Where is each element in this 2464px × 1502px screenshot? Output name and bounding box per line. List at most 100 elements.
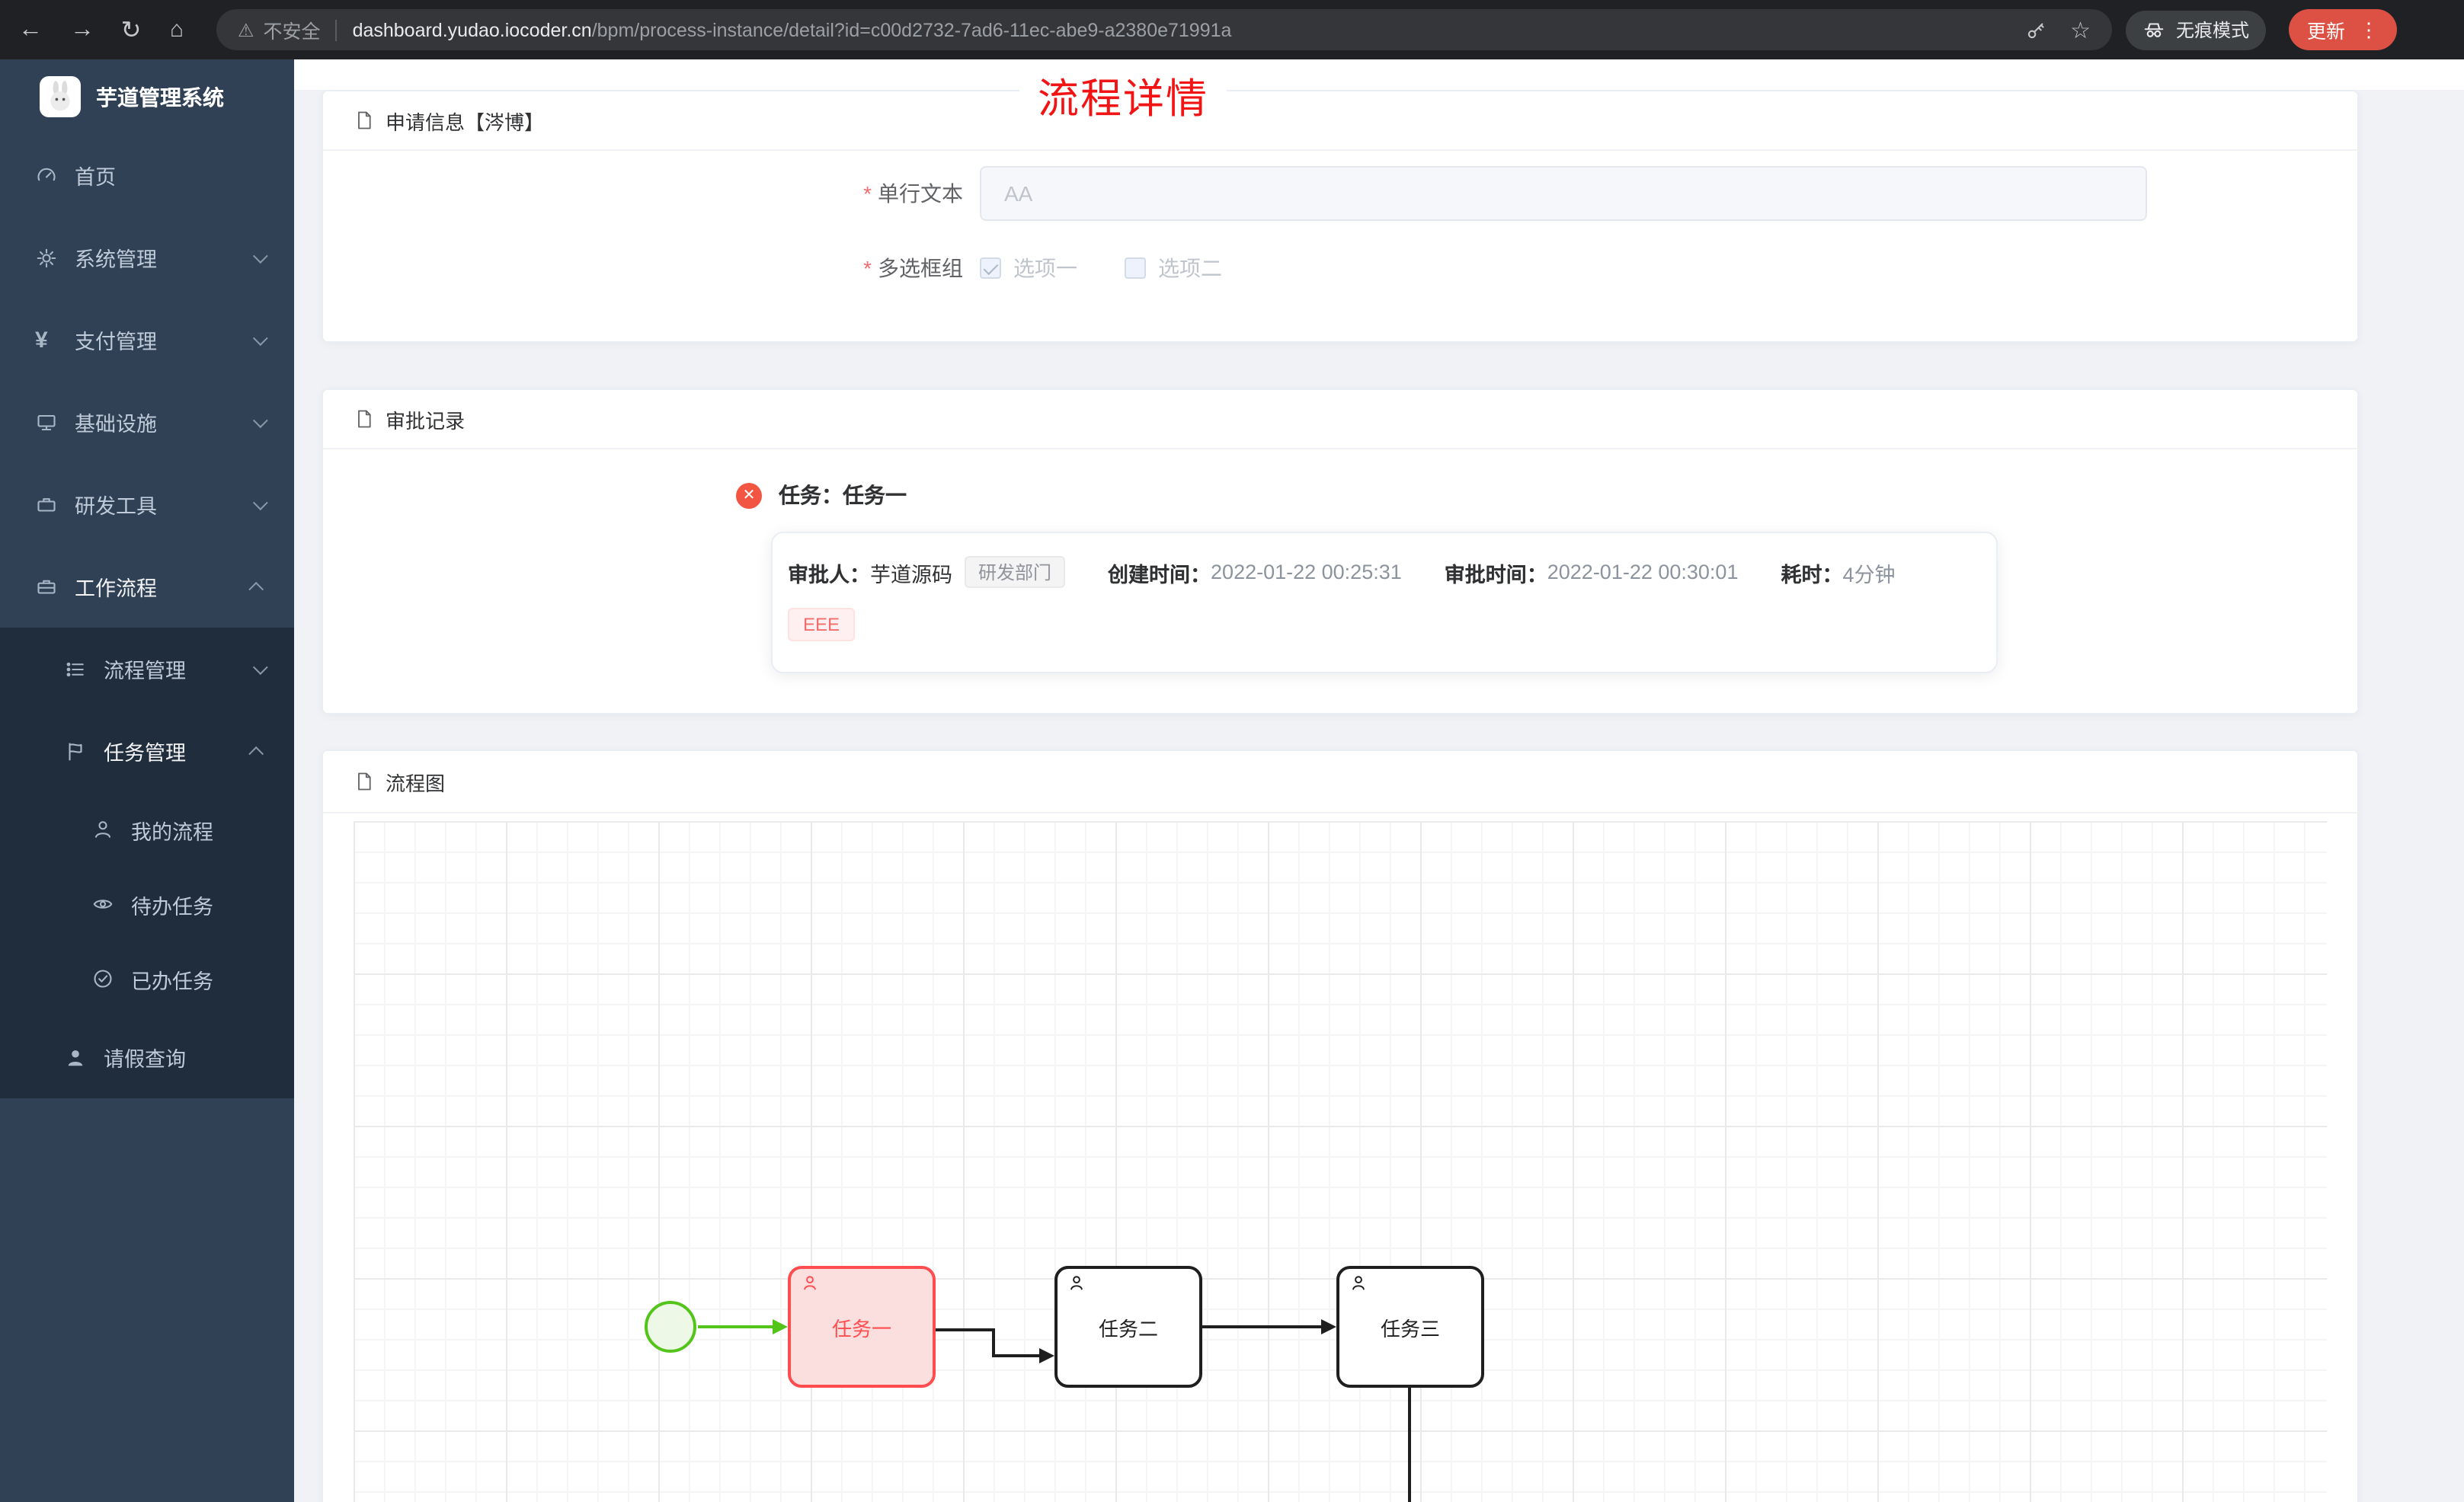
option2-label: 选项二: [1158, 256, 1222, 280]
option1-checkbox: [980, 257, 1001, 279]
approval-detail-row: 审批人： 芋道源码 研发部门 创建时间： 2022-01-22 00:25:31…: [788, 556, 1981, 588]
sidebar-item-done-tasks[interactable]: 已办任务: [0, 941, 294, 1016]
error-circle-icon: ✕: [736, 482, 762, 508]
approval-records-card: 审批记录 ✕ 任务：任务一 审批人： 芋道源码 研发部门 创建时间： 2022-…: [322, 388, 2359, 714]
duration-value: 4分钟: [1842, 563, 1896, 586]
created-label: 创建时间：: [1108, 563, 1211, 586]
required-mark: *: [863, 181, 872, 206]
forward-icon: →: [70, 16, 94, 42]
approval-records-title: 审批记录: [386, 409, 466, 432]
dashboard-icon: [35, 164, 75, 187]
bpmn-connectors: [645, 1301, 1411, 1502]
timeline-item: ✕ 任务：任务一: [736, 480, 907, 510]
approval-detail-box: 审批人： 芋道源码 研发部门 创建时间： 2022-01-22 00:25:31…: [771, 532, 1998, 673]
single-line-text-label: *单行文本: [863, 181, 963, 206]
checkbox-group-label: *多选框组: [863, 256, 963, 280]
browser-menu-icon[interactable]: ⋮: [2359, 18, 2379, 40]
app-logo: 芋道管理系统: [0, 59, 294, 134]
ordered-list-icon: [64, 657, 104, 680]
option1-label: 选项一: [1013, 256, 1077, 280]
duration-label: 耗时：: [1781, 563, 1843, 586]
flag-icon: [64, 740, 104, 762]
sidebar-item-process-management[interactable]: 流程管理: [0, 628, 294, 710]
sidebar-item-workflow[interactable]: 工作流程: [0, 545, 294, 628]
sidebar-item-todo-tasks[interactable]: 待办任务: [0, 867, 294, 941]
task-label: 任务三: [1380, 1317, 1440, 1340]
diagram-icon: [358, 772, 371, 791]
incognito-label: 无痕模式: [2175, 20, 2249, 41]
incognito-icon: [2144, 23, 2164, 37]
incognito-badge: 无痕模式: [2125, 10, 2266, 50]
option2-checkbox: [1125, 257, 1146, 279]
browser-update-button[interactable]: 更新 ⋮: [2288, 9, 2397, 50]
url-domain: dashboard.yudao.iocoder.cn: [352, 19, 592, 40]
apply-info-title: 申请信息【涔博】: [386, 110, 545, 133]
approver-name: 芋道源码: [870, 563, 952, 586]
chevron-down-icon: [252, 494, 268, 510]
bookmark-star-icon[interactable]: ☆: [2070, 18, 2091, 43]
process-diagram-header: 流程图: [323, 751, 2357, 813]
sidebar: 芋道管理系统 首页 系统管理 ¥ 支付管理 基础设施 研发工具 工作: [0, 59, 294, 1502]
approved-time: 2022-01-22 00:30:01: [1547, 561, 1739, 583]
start-event-icon: [645, 1301, 696, 1353]
task-label: 任务一: [831, 1317, 891, 1340]
gear-icon: [35, 246, 75, 269]
approver-label: 审批人：: [788, 563, 870, 586]
chevron-down-icon: [252, 330, 268, 346]
user-solid-icon: [64, 1046, 104, 1069]
chevron-down-icon: [252, 248, 268, 264]
apply-info-header: 申请信息【涔博】: [323, 91, 2357, 151]
url-path: /bpm/process-instance/detail?id=c00d2732…: [591, 19, 1232, 40]
process-diagram-card: 流程图 任务一 任务二: [322, 749, 2359, 1502]
sidebar-item-home[interactable]: 首页: [0, 134, 294, 216]
toolbox-icon: [35, 493, 75, 516]
sidebar-item-infrastructure[interactable]: 基础设施: [0, 381, 294, 463]
sidebar-item-leave-query[interactable]: 请假查询: [0, 1016, 294, 1098]
briefcase-icon: [35, 575, 75, 598]
task-title: 任务：任务一: [779, 483, 907, 507]
user-task-icon: [1352, 1276, 1365, 1290]
browser-home-button[interactable]: ⌂: [152, 0, 201, 59]
check-circle-icon: [91, 967, 131, 990]
bpmn-task-2: 任务二: [1054, 1266, 1202, 1388]
task-label: 任务二: [1098, 1317, 1158, 1340]
workflow-submenu: 流程管理 任务管理 我的流程 待办任务 已办任务 请假: [0, 628, 294, 1098]
home-icon: ⌂: [169, 17, 184, 43]
sidebar-item-task-management[interactable]: 任务管理: [0, 710, 294, 792]
created-time: 2022-01-22 00:25:31: [1211, 561, 1402, 583]
comment-tag: EEE: [788, 608, 856, 641]
single-line-text-input: AA: [980, 166, 2147, 221]
sidebar-item-my-process[interactable]: 我的流程: [0, 792, 294, 867]
required-mark: *: [863, 256, 872, 280]
app-title: 芋道管理系统: [96, 85, 224, 109]
user-task-icon: [1070, 1276, 1083, 1290]
process-diagram-title: 流程图: [386, 772, 446, 794]
update-label: 更新: [2306, 21, 2345, 43]
apply-info-card: 申请信息【涔博】 *单行文本 AA *多选框组 选项一 选项二: [322, 90, 2359, 343]
chevron-down-icon: [252, 659, 268, 675]
eye-icon: [91, 893, 131, 916]
browser-forward-button[interactable]: →: [58, 0, 107, 59]
sidebar-item-system[interactable]: 系统管理: [0, 216, 294, 299]
checkbox-group: 选项一 选项二: [980, 253, 1222, 283]
password-key-icon[interactable]: [2024, 19, 2046, 40]
document-icon: [358, 111, 371, 129]
browser-back-button[interactable]: ←: [6, 0, 55, 59]
single-line-text-row: *单行文本 AA: [323, 166, 2357, 221]
user-task-icon: [804, 1276, 816, 1290]
user-outline-icon: [91, 818, 131, 841]
sidebar-item-payment[interactable]: ¥ 支付管理: [0, 299, 294, 381]
page-title: 流程详情: [1019, 66, 1227, 125]
approval-records-header: 审批记录: [323, 390, 2357, 449]
sidebar-item-devtools[interactable]: 研发工具: [0, 463, 294, 545]
bpmn-task-3: 任务三: [1336, 1266, 1484, 1388]
record-icon: [358, 410, 371, 428]
main-content: 流程详情 申请信息【涔博】 *单行文本 AA *多选框组 选项一 选项二: [294, 59, 2464, 1502]
back-icon: ←: [18, 16, 43, 42]
browser-reload-button[interactable]: ↻: [107, 0, 155, 59]
dept-tag: 研发部门: [965, 556, 1066, 588]
address-bar[interactable]: ⚠ 不安全 dashboard.yudao.iocoder.cn /bpm/pr…: [216, 9, 2112, 50]
yen-icon: ¥: [35, 327, 48, 353]
content-top-strip: [294, 59, 2464, 90]
